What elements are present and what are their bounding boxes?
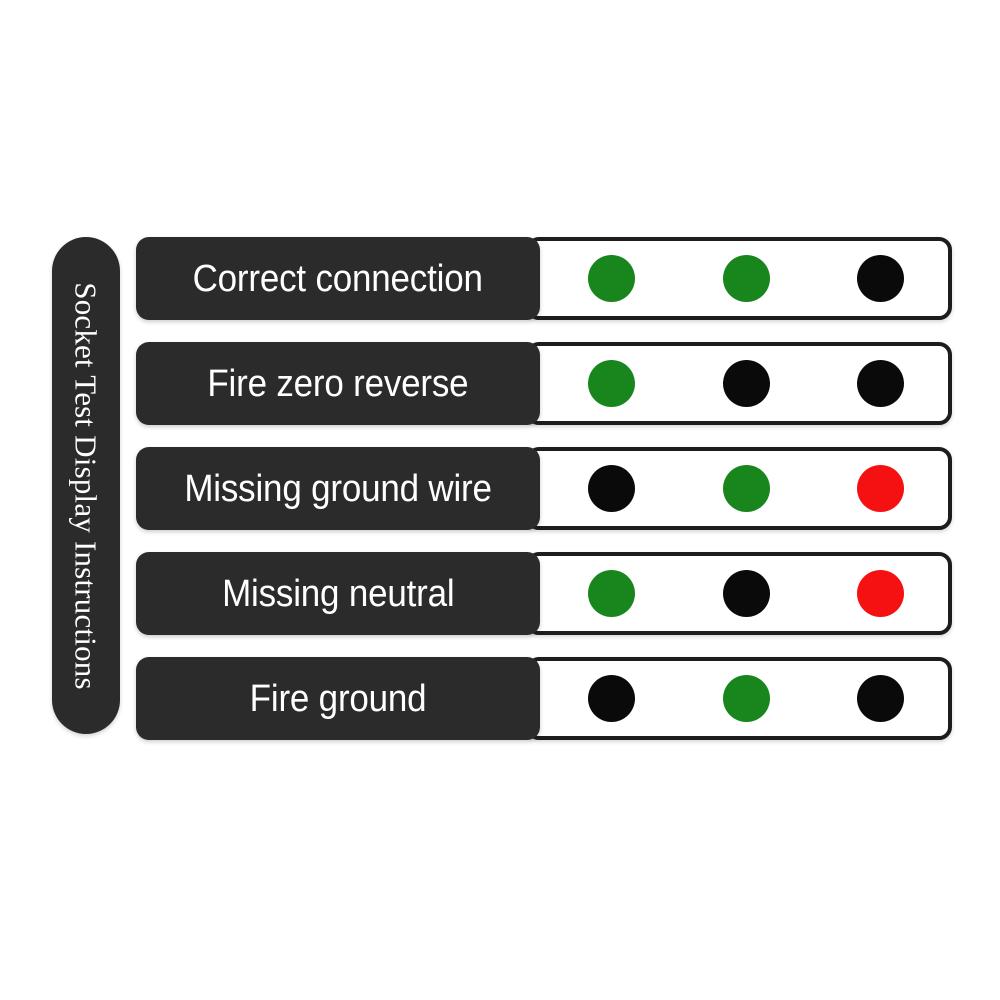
lamp-2-black: [722, 360, 770, 407]
row-label-panel: Fire ground: [136, 657, 540, 740]
instruction-row: Fire ground: [136, 657, 952, 740]
row-label-text: Missing neutral: [221, 572, 455, 615]
lamp-2-green: [722, 255, 770, 302]
lamp-slot: [679, 465, 814, 512]
lamp-slot: [813, 465, 948, 512]
lamp-slot: [544, 465, 679, 512]
instruction-row: Correct connection: [136, 237, 952, 320]
lamp-1-green: [587, 255, 635, 302]
lamp-3-red: [857, 570, 905, 617]
lamp-3-red: [857, 465, 905, 512]
lamp-slot: [813, 570, 948, 617]
row-label-panel: Fire zero reverse: [136, 342, 540, 425]
lamp-slot: [813, 675, 948, 722]
lamp-slot: [544, 675, 679, 722]
lamp-slot: [679, 255, 814, 302]
row-lamp-panel: [526, 657, 952, 740]
row-label-text: Fire ground: [249, 677, 427, 720]
lamp-1-green: [587, 360, 635, 407]
lamp-1-green: [587, 570, 635, 617]
lamp-1-black: [587, 675, 635, 722]
lamp-slot: [813, 360, 948, 407]
lamp-slot: [544, 255, 679, 302]
lamp-2-green: [722, 465, 770, 512]
lamp-slot: [544, 360, 679, 407]
instruction-row: Missing ground wire: [136, 447, 952, 530]
instruction-row: Fire zero reverse: [136, 342, 952, 425]
row-label-panel: Correct connection: [136, 237, 540, 320]
lamp-slot: [679, 360, 814, 407]
lamp-3-black: [857, 255, 905, 302]
row-label-text: Missing ground wire: [184, 467, 492, 510]
lamp-3-black: [857, 675, 905, 722]
row-label-text: Correct connection: [192, 257, 484, 300]
sidebar-title-label: Socket Test Display Instructions: [68, 281, 104, 690]
lamp-slot: [813, 255, 948, 302]
row-label-panel: Missing ground wire: [136, 447, 540, 530]
lamp-3-black: [857, 360, 905, 407]
lamp-1-black: [587, 465, 635, 512]
row-lamp-panel: [526, 447, 952, 530]
sidebar-title-pill: Socket Test Display Instructions: [52, 237, 120, 734]
lamp-2-black: [722, 570, 770, 617]
lamp-2-green: [722, 675, 770, 722]
row-lamp-panel: [526, 237, 952, 320]
lamp-slot: [679, 570, 814, 617]
lamp-slot: [679, 675, 814, 722]
instruction-row: Missing neutral: [136, 552, 952, 635]
lamp-slot: [544, 570, 679, 617]
row-lamp-panel: [526, 552, 952, 635]
row-lamp-panel: [526, 342, 952, 425]
row-label-panel: Missing neutral: [136, 552, 540, 635]
row-label-text: Fire zero reverse: [207, 362, 469, 405]
